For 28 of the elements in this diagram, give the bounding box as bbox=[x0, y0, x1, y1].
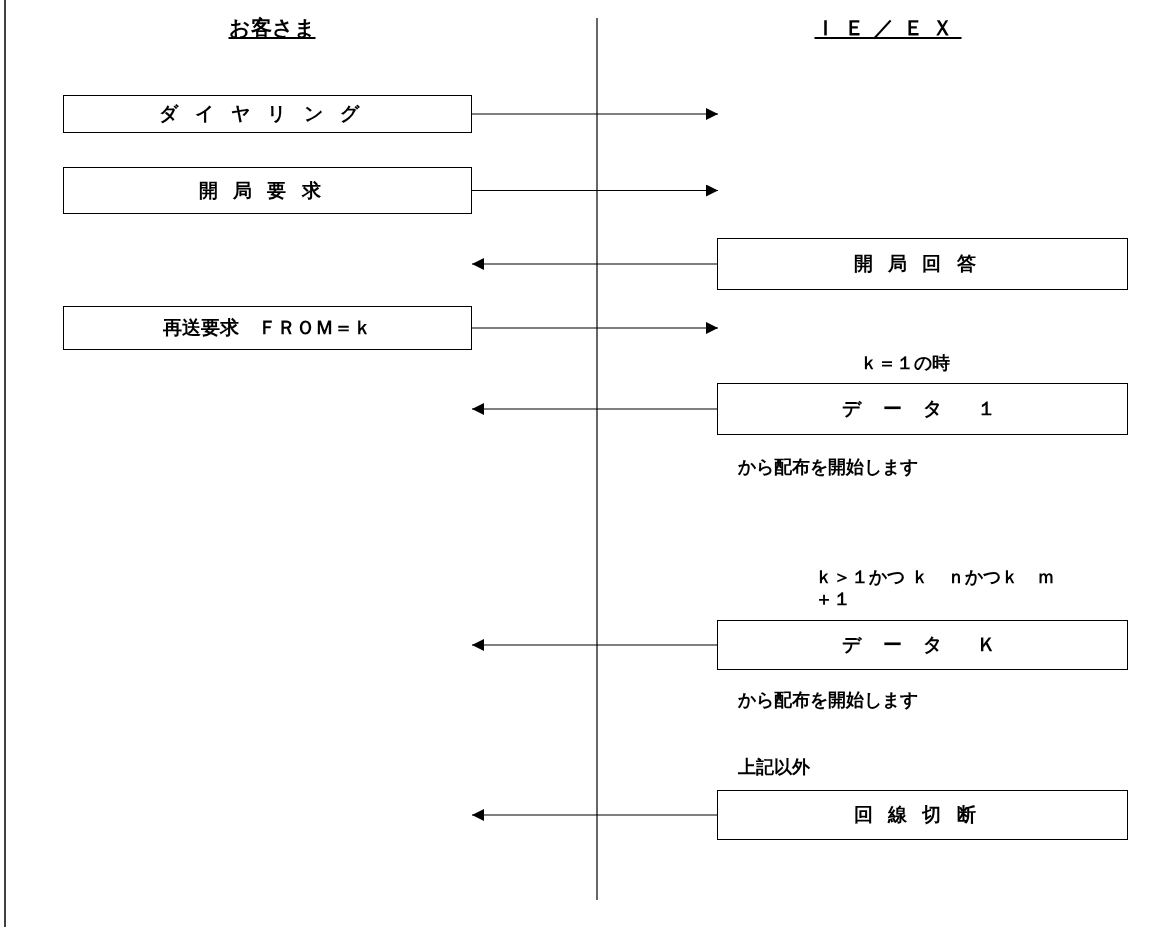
message-box bbox=[717, 790, 1128, 840]
message-arrow bbox=[471, 322, 719, 334]
message-box bbox=[717, 383, 1128, 435]
message-arrow bbox=[471, 809, 718, 821]
column-heading: ＩＥ／ＥＸ bbox=[814, 15, 962, 42]
message-box bbox=[63, 95, 472, 133]
message-text: 回線切断 bbox=[854, 802, 991, 827]
message-arrow bbox=[471, 108, 719, 120]
message-box bbox=[63, 167, 472, 214]
note-text: から配布を開始します bbox=[738, 689, 919, 711]
note-text: ｋ＝１の時 bbox=[860, 352, 951, 374]
message-text: デ ー タ １ bbox=[841, 396, 1004, 421]
message-text: デ ー タ Ｋ bbox=[841, 632, 1004, 657]
message-arrow bbox=[471, 184, 719, 197]
note-text: から配布を開始します bbox=[738, 456, 919, 478]
message-arrow bbox=[471, 639, 718, 651]
message-box bbox=[717, 238, 1128, 290]
message-box bbox=[717, 620, 1128, 670]
message-text: 再送要求 ＦＲＯＭ＝ｋ bbox=[163, 315, 372, 340]
note-text: ｋ＞１かつ ｋ ｎかつｋ ｍ＋１ bbox=[815, 566, 1057, 610]
message-box bbox=[63, 306, 472, 350]
message-text: 開局要求 bbox=[199, 177, 336, 203]
message-text: ダイヤリング bbox=[159, 101, 376, 126]
message-text: 開局回答 bbox=[854, 251, 991, 276]
message-arrow bbox=[471, 258, 718, 270]
message-arrow bbox=[471, 403, 718, 415]
column-heading: お客さま bbox=[228, 15, 316, 42]
note-text: 上記以外 bbox=[738, 756, 811, 778]
